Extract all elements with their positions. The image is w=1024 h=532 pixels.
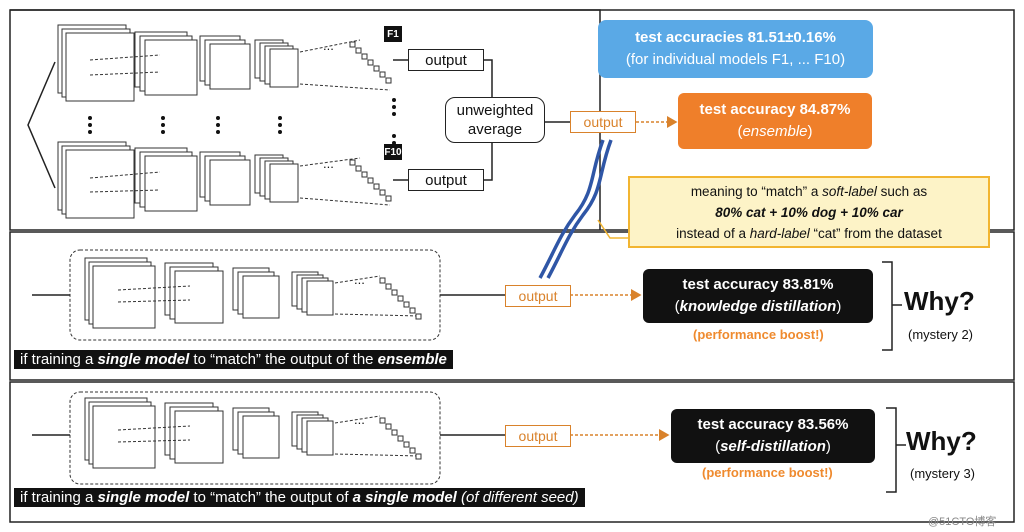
model-stack-f1 xyxy=(57,24,392,102)
wave-line-1 xyxy=(538,139,605,279)
sd-mystery-label: (mystery 3) xyxy=(910,466,975,481)
ensemble-output-box: output xyxy=(570,111,636,133)
kd-output-box: output xyxy=(505,285,571,307)
sd-student-frame xyxy=(69,391,441,485)
ellipsis-sd: ... xyxy=(354,412,365,427)
ellipsis-f1: ... xyxy=(323,38,334,53)
wave-line-2 xyxy=(546,139,613,279)
f10-label: F10 xyxy=(384,144,402,160)
sd-output-box: output xyxy=(505,425,571,447)
sd-accuracy-line1: test accuracy 83.56% xyxy=(697,416,849,433)
top-panel-inner-frame xyxy=(10,9,601,230)
individual-accuracy-line1: test accuracies 81.51±0.16% xyxy=(635,29,836,46)
sd-output-label: output xyxy=(518,428,558,444)
sd-brace xyxy=(886,407,897,493)
unweighted-average-box: unweighted average xyxy=(445,97,545,143)
kd-accuracy-box: test accuracy 83.81% (knowledge distilla… xyxy=(643,269,873,323)
note-callout-line xyxy=(597,219,628,239)
kd-boost-label: (performance boost!) xyxy=(693,327,824,342)
model-stack-f10 xyxy=(57,141,392,219)
individual-accuracy-line2: (for individual models F1, ... F10) xyxy=(625,51,846,68)
average-line1: unweighted xyxy=(456,102,534,119)
ensemble-accuracy-line1: test accuracy 84.87% xyxy=(699,101,851,118)
watermark: @51CTO博客 xyxy=(928,516,997,528)
kd-panel-frame xyxy=(9,231,1015,381)
ensemble-word: ensemble xyxy=(742,123,808,140)
kd-model-stack xyxy=(84,257,422,329)
f1-label: F1 xyxy=(384,26,402,42)
sd-accuracy-box: test accuracy 83.56% (self-distillation) xyxy=(671,409,875,463)
sd-panel-frame xyxy=(9,381,1015,523)
ellipsis-f10: ... xyxy=(323,156,334,171)
vertical-ellipsis-group xyxy=(88,98,396,152)
soft-label-note: meaning to “match” a soft-label such as … xyxy=(628,176,990,248)
kd-output-label: output xyxy=(518,288,558,304)
ensemble-accuracy-box: test accuracy 84.87% (ensemble) xyxy=(678,93,872,149)
output-label: output xyxy=(425,51,467,69)
note-line1: meaning to “match” a soft-label such as xyxy=(690,183,928,199)
kd-caption: if training a single model to “match” th… xyxy=(14,350,453,369)
ensemble-accuracy-line2: (ensemble) xyxy=(737,123,813,140)
sd-accuracy-line2: (self-distillation) xyxy=(715,438,831,455)
output-box-f10: output xyxy=(408,169,484,191)
output-box-f1: output xyxy=(408,49,484,71)
note-line2: 80% cat + 10% dog + 10% car xyxy=(715,204,903,220)
sd-model-stack xyxy=(84,397,422,469)
sd-caption: if training a single model to “match” th… xyxy=(14,488,585,507)
kd-accuracy-line1: test accuracy 83.81% xyxy=(682,276,834,293)
output-label: output xyxy=(425,171,467,189)
sd-why-label: Why? xyxy=(906,426,977,456)
note-line3: instead of a hard-label “cat” from the d… xyxy=(676,225,942,241)
ensemble-output-label: output xyxy=(583,114,623,130)
kd-accuracy-line2: (knowledge distillation) xyxy=(674,298,842,315)
average-line2: average xyxy=(467,121,523,138)
individual-accuracy-box: test accuracies 81.51±0.16% (for individ… xyxy=(598,20,873,78)
ensemble-bracket xyxy=(27,61,56,189)
kd-mystery-label: (mystery 2) xyxy=(908,327,973,342)
ellipsis-kd: ... xyxy=(354,272,365,287)
kd-brace xyxy=(882,261,893,351)
kd-why-label: Why? xyxy=(904,286,975,316)
sd-boost-label: (performance boost!) xyxy=(702,465,833,480)
